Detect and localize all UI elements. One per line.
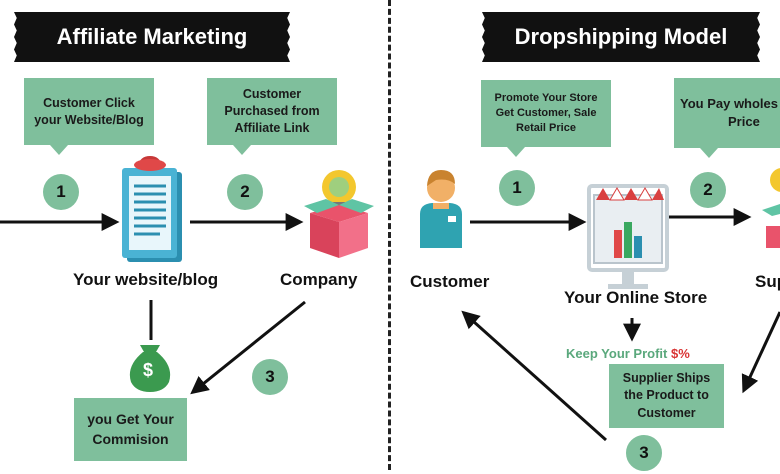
company-label: Company bbox=[280, 270, 358, 289]
callout-customer-purchased: Customer Purchased from Affiliate Link bbox=[207, 78, 337, 155]
arrow-ships-to-customer bbox=[461, 310, 607, 442]
arrow-supplier-to-ships bbox=[741, 311, 780, 394]
supplier-box-icon bbox=[762, 168, 780, 248]
supplier-ships-box: Supplier Ships the Product to Customer bbox=[609, 364, 724, 428]
callout-pay-wholesale-line2: Price bbox=[728, 114, 760, 129]
step-1-badge-right: 1 bbox=[499, 170, 535, 206]
step-3-number: 3 bbox=[265, 367, 275, 386]
step-3-badge-left: 3 bbox=[252, 359, 288, 395]
clipboard-icon bbox=[122, 156, 182, 262]
section-divider bbox=[388, 0, 391, 470]
dropshipping-model-title-text: Dropshipping Model bbox=[514, 24, 728, 49]
step-2-number: 2 bbox=[240, 182, 250, 201]
callout-pay-wholesale: You Pay wholes Price bbox=[674, 78, 780, 158]
arrow-company-to-commission bbox=[190, 300, 306, 395]
website-blog-label: Your website/blog bbox=[73, 270, 219, 289]
commission-box: you Get Your Commision bbox=[74, 398, 187, 461]
affiliate-marketing-title: Affiliate Marketing bbox=[14, 12, 290, 62]
callout-promote-store: Promote Your Store Get Customer, Sale Re… bbox=[481, 80, 611, 157]
callout-customer-click-text: Customer Click your Website/Blog bbox=[34, 95, 144, 127]
callout-pay-wholesale-line1: You Pay wholes bbox=[680, 96, 779, 112]
keep-profit-text: Keep Your Profit bbox=[566, 346, 668, 361]
step-2-badge-left: 2 bbox=[227, 174, 263, 210]
supplier-label: Sup bbox=[755, 272, 780, 291]
commission-text: you Get Your Commision bbox=[87, 410, 174, 447]
callout-promote-store-text: Promote Your Store Get Customer, Sale Re… bbox=[494, 92, 598, 134]
step-1-number-right: 1 bbox=[512, 178, 522, 197]
callout-customer-purchased-text: Customer Purchased from Affiliate Link bbox=[224, 87, 320, 135]
dropshipping-model-title: Dropshipping Model bbox=[482, 12, 760, 62]
company-box-icon bbox=[304, 170, 374, 258]
step-2-badge-right: 2 bbox=[690, 172, 726, 208]
profit-symbol: $% bbox=[671, 346, 690, 361]
supplier-ships-text: Supplier Ships the Product to Customer bbox=[622, 370, 711, 420]
step-1-number: 1 bbox=[56, 182, 66, 201]
step-3-number-right: 3 bbox=[639, 443, 649, 462]
online-store-label: Your Online Store bbox=[564, 288, 708, 307]
keep-profit: Keep Your Profit $% bbox=[566, 346, 690, 361]
affiliate-marketing-title-text: Affiliate Marketing bbox=[56, 24, 248, 49]
step-1-badge-left: 1 bbox=[43, 174, 79, 210]
money-bag-symbol: $ bbox=[143, 360, 154, 380]
customer-person-icon bbox=[420, 170, 462, 248]
customer-label: Customer bbox=[410, 272, 490, 291]
step-3-badge-right: 3 bbox=[623, 432, 665, 474]
online-store-icon bbox=[587, 184, 669, 289]
money-bag-icon bbox=[129, 345, 171, 392]
step-2-number-right: 2 bbox=[703, 180, 713, 199]
callout-customer-click: Customer Click your Website/Blog bbox=[24, 78, 154, 155]
